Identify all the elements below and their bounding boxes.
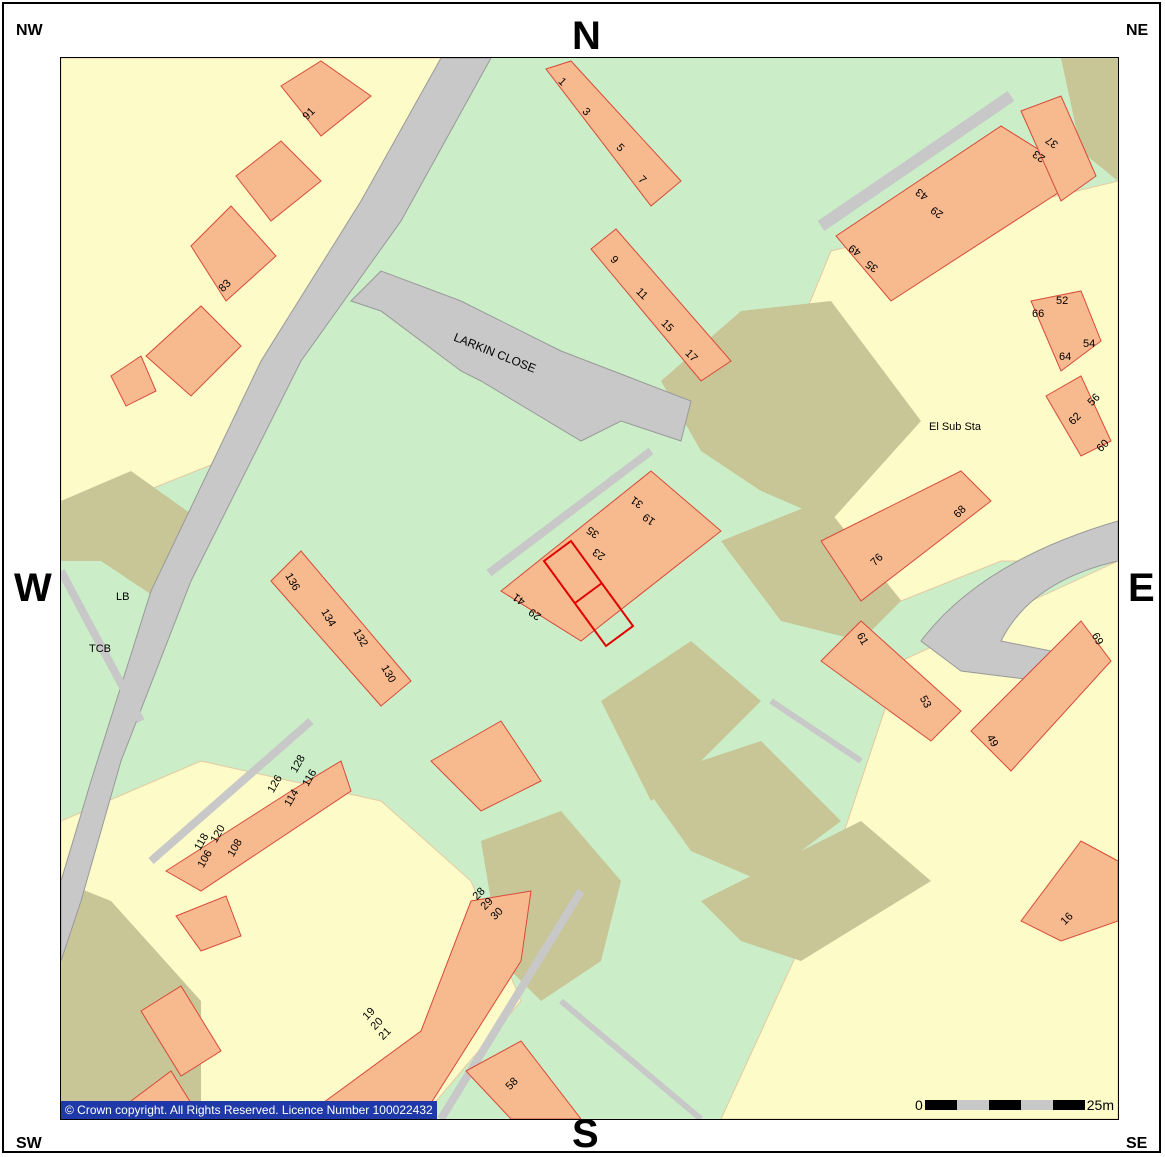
house-number: 52 (1056, 295, 1069, 307)
compass-southwest: SW (16, 1135, 42, 1152)
label-tcb: TCB (89, 643, 111, 655)
scale-segment (956, 1100, 989, 1110)
compass-northeast: NE (1126, 22, 1149, 39)
map-graphic (61, 58, 1118, 1119)
scale-segment (988, 1100, 1021, 1110)
compass-southeast: SE (1126, 1135, 1148, 1152)
compass-northwest: NW (16, 22, 43, 39)
map-canvas[interactable]: LARKIN CLOSE LB TCB El Sub Sta 1 3 5 7 9… (60, 57, 1119, 1120)
scale-start-label: 0 (914, 1097, 923, 1113)
label-lb: LB (116, 591, 130, 603)
compass-east: E (1128, 566, 1155, 610)
compass-west: W (14, 566, 52, 610)
copyright-notice: © Crown copyright. All Rights Reserved. … (61, 1101, 437, 1119)
house-number: 54 (1083, 338, 1096, 350)
scale-segment (1020, 1100, 1053, 1110)
label-substation: El Sub Sta (929, 421, 981, 433)
scale-bar: 0 25m (915, 1095, 1114, 1115)
scale-end-label: 25m (1086, 1097, 1114, 1113)
house-number: 66 (1032, 308, 1045, 320)
compass-north: N (572, 14, 601, 58)
scale-segment (1052, 1100, 1085, 1110)
house-number: 64 (1059, 351, 1072, 363)
scale-segment (924, 1100, 957, 1110)
